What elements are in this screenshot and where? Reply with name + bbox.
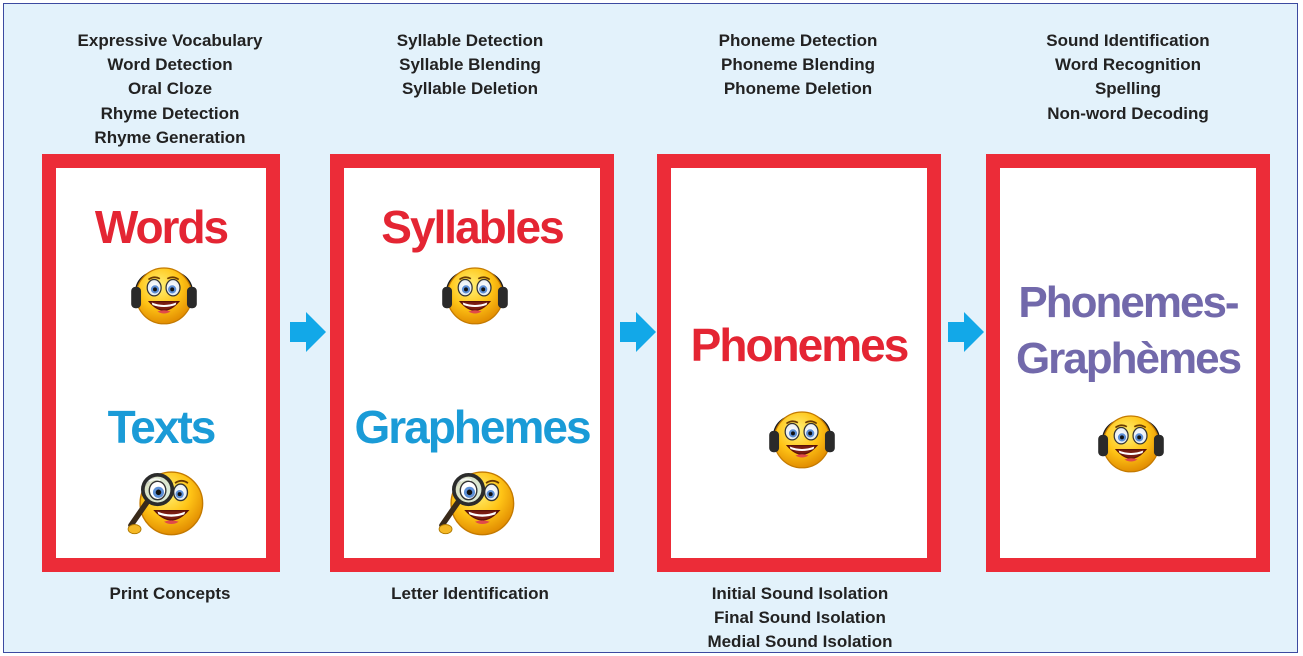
stage-label-graphemes: Graphemes: [354, 401, 591, 453]
skill: Syllable Blending: [399, 55, 541, 75]
skill: Word Recognition: [1054, 55, 1202, 75]
skill: Print Concepts: [109, 584, 231, 603]
skill: Phoneme Detection: [718, 31, 878, 50]
skill: Expressive Vocabulary: [77, 31, 263, 50]
headphones-emoji-icon: [123, 250, 205, 332]
stage-label-phonemes-graphemes-1: Phonemes-: [1018, 278, 1239, 327]
magnifier-emoji-icon: [429, 450, 521, 542]
stage-1-bottom-skills: Print Concepts: [40, 582, 300, 606]
skill: Phoneme Deletion: [723, 79, 873, 99]
skill: Rhyme Detection: [100, 103, 240, 123]
magnifier-emoji-icon: [118, 450, 210, 542]
skill: Syllable Deletion: [401, 79, 539, 99]
stage-1-top-skills: Expressive Vocabulary Word Detection Ora…: [40, 29, 300, 150]
skill: Medial Sound Isolation: [707, 632, 893, 652]
skill: Non-word Decoding: [1047, 103, 1209, 123]
stage-4-card: Phonemes- Graphèmes: [986, 154, 1270, 572]
stage-2-card: Syllables Graphemes: [330, 154, 614, 572]
stage-4-top-skills: Sound Identification Word Recognition Sp…: [998, 29, 1258, 126]
headphones-emoji-icon: [1090, 398, 1172, 480]
skill: Sound Identification: [1046, 31, 1210, 50]
stage-label-syllables: Syllables: [381, 201, 564, 253]
stage-3-bottom-skills: Initial Sound Isolation Final Sound Isol…: [670, 582, 930, 655]
stage-label-phonemes-graphemes-2: Graphèmes: [1015, 334, 1242, 383]
skill: Syllable Detection: [396, 31, 544, 50]
skill: Oral Cloze: [127, 79, 213, 99]
stage-2-top-skills: Syllable Detection Syllable Blending Syl…: [340, 29, 600, 102]
stage-3-top-skills: Phoneme Detection Phoneme Blending Phone…: [668, 29, 928, 102]
stage-2-bottom-skills: Letter Identification: [340, 582, 600, 606]
skill: Letter Identification: [391, 584, 549, 603]
diagram-frame: Expressive Vocabulary Word Detection Ora…: [3, 3, 1298, 653]
stage-label-texts: Texts: [107, 401, 217, 453]
skill: Word Detection: [107, 55, 233, 75]
arrow-right-icon: [620, 312, 656, 352]
headphones-emoji-icon: [434, 250, 516, 332]
arrow-right-icon: [948, 312, 984, 352]
stage-label-phonemes: Phonemes: [690, 319, 910, 371]
skill: Rhyme Generation: [94, 127, 246, 147]
stage-label-words: Words: [94, 201, 229, 253]
arrow-right-icon: [290, 312, 326, 352]
skill: Spelling: [1094, 79, 1162, 99]
stage-3-card: Phonemes: [657, 154, 941, 572]
headphones-emoji-icon: [761, 394, 843, 476]
skill: Final Sound Isolation: [714, 608, 886, 628]
stage-1-card: Words Texts: [42, 154, 280, 572]
skill: Initial Sound Isolation: [711, 584, 889, 603]
skill: Phoneme Blending: [721, 55, 875, 75]
